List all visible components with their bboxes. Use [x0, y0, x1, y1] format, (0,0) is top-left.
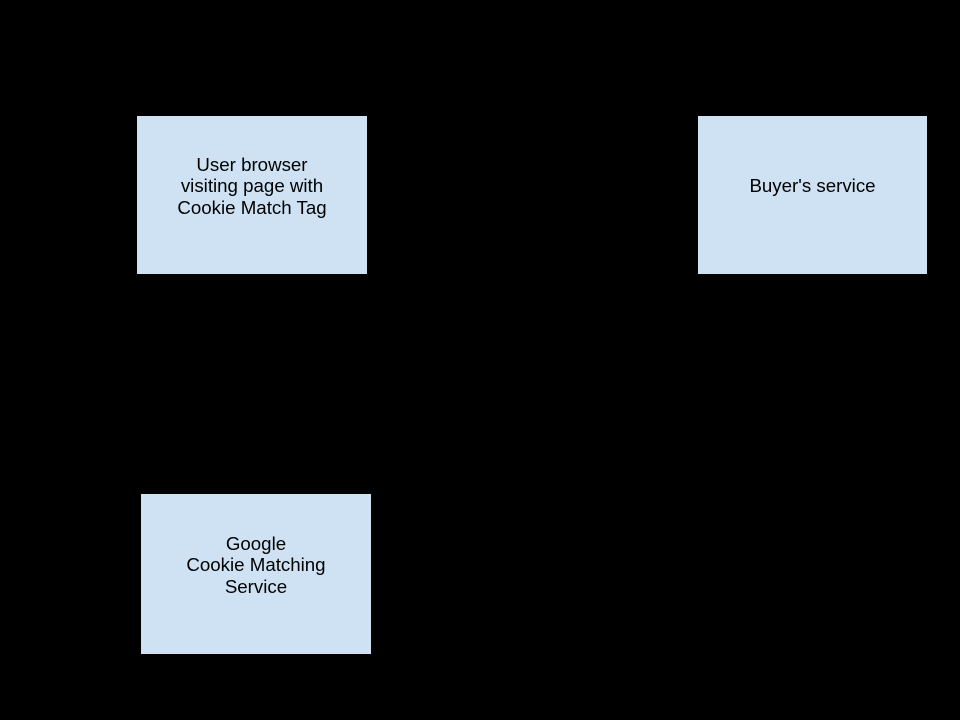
node-user-browser: User browser visiting page with Cookie M…: [136, 115, 368, 275]
node-user-browser-label: User browser visiting page with Cookie M…: [177, 153, 327, 218]
node-buyers-service-label: Buyer's service: [749, 175, 876, 197]
node-google-cookie-matching-service: Google Cookie Matching Service: [140, 493, 372, 655]
node-buyers-service: Buyer's service: [697, 115, 928, 275]
node-google-cookie-matching-service-label: Google Cookie Matching Service: [186, 532, 326, 597]
